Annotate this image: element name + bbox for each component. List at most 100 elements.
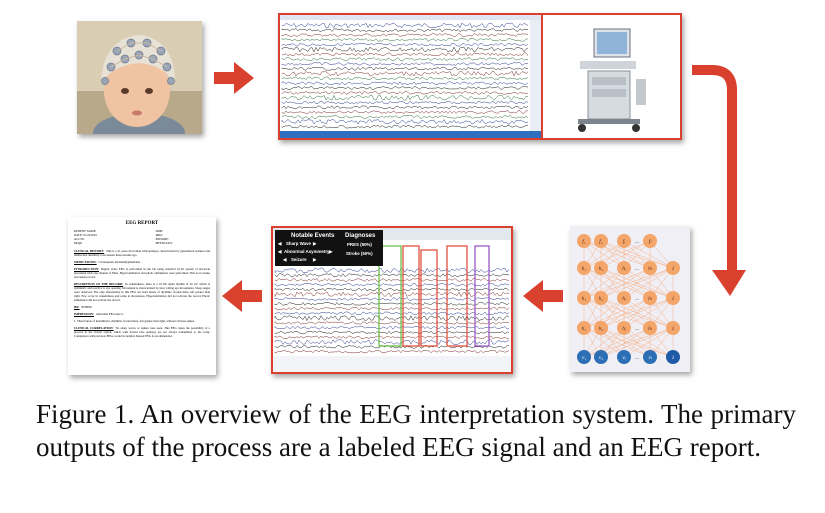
eeg-trace bbox=[274, 278, 510, 282]
report-header-field: DOB: bbox=[155, 229, 163, 233]
input-neuron bbox=[577, 350, 591, 364]
network-edge bbox=[600, 267, 674, 299]
report-section-text: This is a 21-year-old woman with epileps… bbox=[74, 249, 210, 257]
report-header-field: ACCT#: bbox=[74, 237, 85, 241]
report-section-heading: CLINICAL HISTORY: bbox=[74, 249, 105, 253]
report-section-text: 1. Theta bursts of intermittent, rhythmi… bbox=[74, 319, 195, 323]
eeg-report-document: EEG REPORT PATIENT NAME:DATE: 01/23/2016… bbox=[68, 217, 216, 375]
diagnosis-pres: PRES (90%) bbox=[347, 242, 372, 247]
child-eeg-cap-photo bbox=[77, 21, 202, 134]
input-neuron bbox=[666, 350, 680, 364]
hidden-neuron bbox=[666, 321, 680, 335]
neuron-label: hᵢ bbox=[622, 326, 626, 332]
labeled-eeg-panel: Notable Events Diagnoses ◀ Sharp Wave ▶ … bbox=[271, 226, 513, 374]
network-edge bbox=[583, 240, 625, 269]
report-section-text: 80 BPM bbox=[81, 305, 92, 309]
notable-events-heading: Notable Events bbox=[291, 233, 335, 239]
ellipsis: ... bbox=[635, 239, 640, 245]
diagnosis-stroke: Stroke (50%) bbox=[346, 251, 373, 256]
eeg-trace bbox=[274, 320, 510, 325]
svg-text:◀: ◀ bbox=[277, 241, 282, 246]
report-section: HR:80 BPM bbox=[74, 305, 210, 309]
input-neuron bbox=[617, 350, 631, 364]
network-edge bbox=[600, 327, 674, 358]
eeg-signal-traces bbox=[281, 22, 529, 129]
report-header-field: PHYSICIAN: bbox=[155, 241, 173, 245]
report-section-text: In wakefulness, there is a 10 Hz alpha r… bbox=[74, 282, 210, 302]
eeg-trace bbox=[281, 46, 529, 53]
hidden-neuron bbox=[594, 261, 608, 275]
neuron-label: h₂ bbox=[599, 296, 604, 302]
hidden-neuron bbox=[643, 321, 657, 335]
report-title: EEG REPORT bbox=[125, 221, 159, 226]
svg-text:▶: ▶ bbox=[312, 241, 317, 246]
eeg-trace bbox=[281, 86, 529, 90]
hidden-neuron bbox=[643, 234, 657, 248]
neuron-label: h₁ bbox=[582, 296, 587, 302]
eeg-trace bbox=[281, 62, 529, 66]
report-section-text: Abnormal EEG due to: bbox=[96, 312, 124, 316]
eeg-trace bbox=[274, 297, 510, 301]
eeg-trace bbox=[274, 287, 510, 292]
network-edge bbox=[583, 240, 651, 269]
hidden-neuron bbox=[617, 321, 631, 335]
eeg-trace bbox=[281, 22, 529, 29]
input-neuron bbox=[643, 350, 657, 364]
svg-text:◀: ◀ bbox=[277, 249, 282, 254]
hidden-neuron bbox=[577, 321, 591, 335]
eeg-trace bbox=[281, 38, 529, 42]
eeg-trace bbox=[274, 306, 510, 311]
eeg-trace bbox=[281, 66, 529, 71]
report-section-text: No sharp waves or spikes were seen. This… bbox=[74, 326, 210, 338]
neuron-label: h₂ bbox=[599, 326, 604, 332]
eeg-trace bbox=[281, 115, 529, 119]
report-section-heading: CLINICAL CORRELATION: bbox=[74, 326, 114, 330]
report-header-field: EPISODE: bbox=[155, 237, 169, 241]
network-edge bbox=[583, 267, 625, 299]
neuron-label: hₗ bbox=[648, 266, 653, 272]
report-header-field: DATE: 01/23/2016 bbox=[74, 233, 97, 237]
svg-text:◀: ◀ bbox=[282, 257, 287, 262]
hidden-neuron bbox=[617, 234, 631, 248]
eeg-trace bbox=[281, 81, 529, 86]
arrow-left-icon bbox=[222, 280, 262, 312]
report-section-heading: MEDICATIONS: bbox=[74, 260, 97, 264]
hidden-neuron bbox=[594, 321, 608, 335]
eeg-trace bbox=[274, 311, 510, 316]
report-section-heading: HR: bbox=[74, 305, 80, 309]
hidden-neuron bbox=[617, 291, 631, 305]
eeg-trace bbox=[274, 330, 510, 335]
eeg-trace bbox=[274, 273, 510, 278]
neuron-label: f₂ bbox=[599, 238, 603, 245]
hidden-neuron bbox=[666, 261, 680, 275]
eeg-recorder-cart bbox=[543, 15, 680, 138]
report-header-field: PATIENT NAME: bbox=[74, 229, 97, 233]
eeg-trace bbox=[281, 42, 529, 47]
neuron-label: fᵢ bbox=[623, 238, 626, 245]
notable-events-overlay: Notable Events Diagnoses ◀ Sharp Wave ▶ … bbox=[275, 230, 383, 266]
neuron-label: hₗ bbox=[648, 296, 653, 302]
hidden-neuron bbox=[643, 291, 657, 305]
neuron-label: vᵢ bbox=[622, 355, 625, 361]
neuron-label: h₁ bbox=[582, 326, 587, 332]
labeled-eeg-signal-traces bbox=[274, 267, 510, 354]
eeg-trace bbox=[274, 291, 510, 298]
network-edge bbox=[583, 267, 651, 299]
report-section-heading: INTRODUCTION: bbox=[74, 267, 100, 271]
network-edge bbox=[600, 240, 651, 269]
eeg-trace bbox=[281, 70, 529, 77]
hidden-neuron bbox=[617, 261, 631, 275]
neuron-label: hᵢ bbox=[622, 296, 626, 302]
report-section: 1. Theta bursts of intermittent, rhythmi… bbox=[74, 319, 210, 323]
svg-text:▶: ▶ bbox=[328, 249, 333, 254]
ellipsis: ... bbox=[635, 296, 640, 302]
eeg-trace bbox=[281, 91, 529, 95]
network-edge bbox=[600, 267, 651, 299]
eeg-trace bbox=[281, 57, 529, 61]
neuron-label: hᵢ bbox=[622, 266, 626, 272]
report-section-text: Digital video EEG is performed in the la… bbox=[74, 267, 210, 279]
eeg-trace bbox=[274, 335, 510, 340]
network-edge bbox=[583, 327, 651, 358]
curved-down-arrow-icon bbox=[692, 62, 748, 302]
